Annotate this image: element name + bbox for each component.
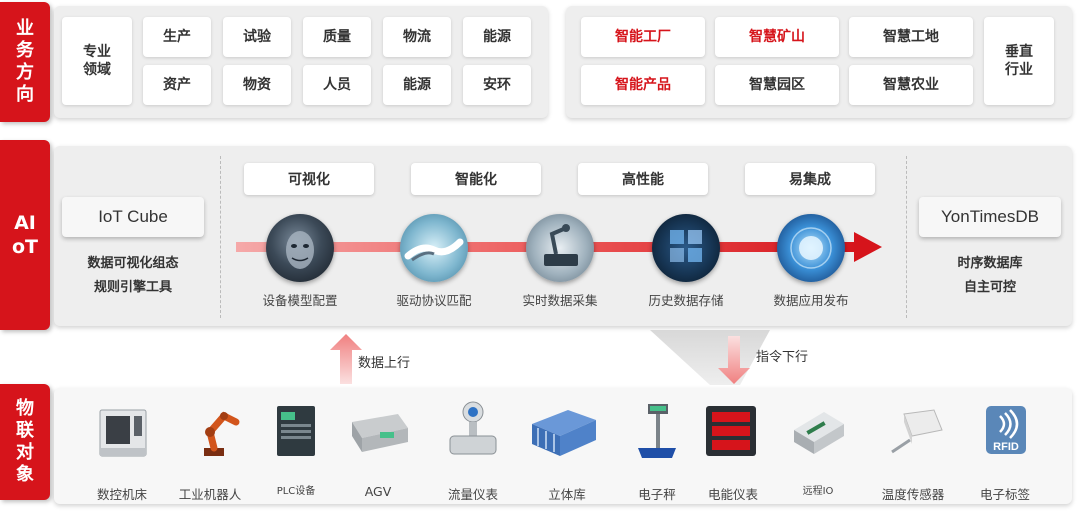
electronic-scale-icon	[638, 404, 676, 458]
domain-item-materials: 物资	[223, 65, 291, 105]
command-down-label: 指令下行	[756, 350, 809, 365]
domain-item-assets: 资产	[143, 65, 211, 105]
realtime-data-collect-icon	[526, 214, 594, 282]
industry-header: 垂直 行业	[984, 17, 1054, 105]
industry-item-smart-park: 智慧园区	[715, 65, 839, 105]
industry-item-smart-agri: 智慧农业	[849, 65, 973, 105]
device-electronic-scale: 电子秤	[638, 487, 676, 502]
history-data-storage-icon	[652, 214, 720, 282]
data-app-publish-icon	[777, 214, 845, 282]
power-meter-icon	[706, 406, 756, 456]
plc-device-icon	[277, 406, 315, 456]
device-stereo-warehouse: 立体库	[548, 487, 586, 502]
industry-item-smart-mine: 智慧矿山	[715, 17, 839, 57]
domain-item-test: 试验	[223, 17, 291, 57]
step-history-data-storage: 历史数据存储	[648, 293, 724, 308]
yontimesdb-feature-2: 自主可控	[963, 280, 1016, 295]
feature-performance: 高性能	[578, 163, 708, 195]
domain-item-energy: 能源	[463, 17, 531, 57]
rfid-text: RFID	[993, 441, 1019, 453]
yontimesdb-product: YonTimesDB	[919, 197, 1061, 237]
iot-cube-feature-2: 规则引擎工具	[93, 280, 172, 295]
iot-cube-product: IoT Cube	[62, 197, 204, 237]
device-cnc-machine: 数控机床	[96, 487, 147, 502]
right-divider	[906, 156, 907, 318]
industry-item-smart-product: 智能产品	[581, 65, 705, 105]
band-aiot: AI oT	[0, 140, 50, 330]
device-power-meter: 电能仪表	[707, 487, 758, 502]
remote-io-icon	[794, 412, 844, 454]
device-remote-io: 远程IO	[802, 486, 834, 497]
device-flow-meter: 流量仪表	[447, 487, 498, 502]
feature-integration: 易集成	[745, 163, 875, 195]
step-data-app-publish: 数据应用发布	[773, 293, 849, 308]
device-temperature-sensor: 温度传感器	[881, 487, 945, 502]
yontimesdb-feature-1: 时序数据库	[957, 256, 1023, 271]
data-up-label: 数据上行	[358, 356, 411, 371]
device-plc: PLC设备	[276, 486, 316, 497]
command-down-arrow	[718, 336, 750, 384]
stereo-warehouse-icon	[532, 410, 596, 456]
industrial-robot-icon	[204, 411, 240, 456]
domain-item-personnel: 人员	[303, 65, 371, 105]
domain-item-energy-2: 能源	[383, 65, 451, 105]
data-up-arrow	[330, 334, 362, 384]
band-business-direction: 业 务 方 向	[0, 2, 50, 122]
driver-protocol-match-icon	[400, 214, 468, 282]
device-model-config-icon	[266, 214, 334, 282]
band-iot-objects: 物 联 对 象	[0, 384, 50, 500]
feature-visualization: 可视化	[244, 163, 374, 195]
domain-item-quality: 质量	[303, 17, 371, 57]
iot-cube-feature-1: 数据可视化组态	[87, 256, 179, 271]
device-agv: AGV	[364, 484, 392, 499]
temperature-sensor-icon	[891, 409, 943, 454]
industry-item-smart-factory: 智能工厂	[581, 17, 705, 57]
device-industrial-robot: 工业机器人	[178, 487, 242, 502]
rfid-tag-icon: RFID	[986, 406, 1026, 454]
domain-item-logistics: 物流	[383, 17, 451, 57]
agv-icon	[352, 414, 408, 452]
command-down-shadow	[650, 330, 770, 385]
step-realtime-data-collect: 实时数据采集	[522, 293, 598, 308]
step-driver-protocol-match: 驱动协议匹配	[396, 293, 472, 308]
industry-item-smart-site: 智慧工地	[849, 17, 973, 57]
cnc-machine-icon	[99, 409, 147, 457]
domain-item-production: 生产	[143, 17, 211, 57]
domain-item-safety-env: 安环	[463, 65, 531, 105]
feature-intelligence: 智能化	[411, 163, 541, 195]
step-device-model-config: 设备模型配置	[262, 293, 338, 308]
left-divider	[220, 156, 221, 318]
device-rfid-tag: 电子标签	[979, 487, 1030, 502]
flow-meter-icon	[449, 401, 497, 455]
domain-header: 专业 领域	[62, 17, 132, 105]
